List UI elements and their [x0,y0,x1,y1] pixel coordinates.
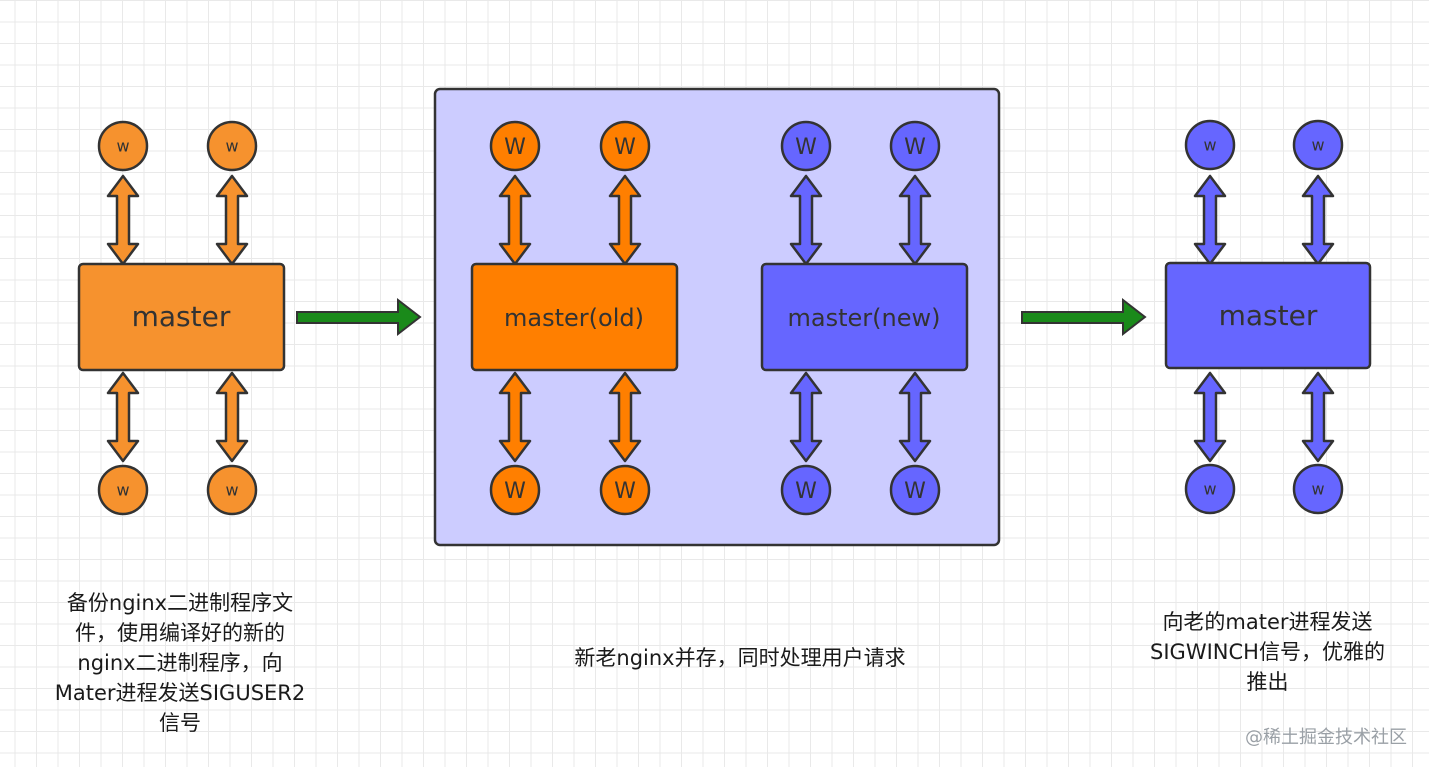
worker-node: w [206,120,258,172]
watermark: @稀土掘金技术社区 [1245,727,1407,748]
worker-node: w [206,464,258,516]
svg-text:w: w [1203,480,1216,499]
master-box [1164,261,1372,370]
svg-text:W: W [504,135,526,160]
svg-text:w: w [225,481,238,500]
svg-text:w: w [1203,136,1216,155]
svg-text:w: w [116,137,129,156]
svg-text:W: W [904,479,926,504]
master-label: master [132,300,231,333]
worker-node: w [1184,119,1236,171]
worker-node: w [1184,463,1236,515]
worker-connector [106,174,140,266]
svg-text:w: w [116,481,129,500]
stage-right: master w w w w [1164,119,1372,515]
worker-connector [1193,371,1227,463]
svg-text:W: W [795,135,817,160]
stage-middle-caption: 新老nginx并存，同时处理用户请求 [574,646,906,670]
svg-text:w: w [1311,480,1324,499]
worker-node: w [1292,119,1344,171]
worker-node: W [780,120,832,172]
worker-node: W [489,120,541,172]
new-master-box [760,262,969,372]
master-box [77,262,286,372]
svg-text:W: W [795,479,817,504]
svg-text:w: w [1311,136,1324,155]
new-master-label: master(new) [788,304,941,332]
coexist-group-box [433,87,1001,547]
worker-connector [106,371,140,463]
worker-node: w [97,464,149,516]
worker-connector [1301,174,1335,266]
worker-node: W [780,464,832,516]
master-label: master [1219,299,1318,332]
worker-node: W [599,464,651,516]
svg-text:W: W [614,135,636,160]
worker-node: W [489,464,541,516]
transition-arrow [1021,297,1147,337]
transition-arrow [296,297,422,337]
worker-node: W [599,120,651,172]
stage-left: master w w w w [77,120,286,516]
worker-node: w [1292,463,1344,515]
old-master-box [470,262,679,372]
svg-text:W: W [614,479,636,504]
svg-text:W: W [904,135,926,160]
stage-left-caption: 备份nginx二进制程序文 件，使用编译好的新的 nginx二进制程序，向 Ma… [54,591,306,735]
old-master-label: master(old) [504,304,644,332]
worker-connector [215,371,249,463]
stage-middle: master(old) master(new) W W W W [433,87,1001,547]
svg-text:w: w [225,137,238,156]
worker-node: W [889,120,941,172]
worker-connector [215,174,249,266]
worker-connector [1193,174,1227,266]
worker-node: w [97,120,149,172]
worker-connector [1301,371,1335,463]
worker-node: W [889,464,941,516]
svg-text:W: W [504,479,526,504]
stage-right-caption: 向老的mater进程发送 SIGWINCH信号，优雅的 推出 [1150,610,1385,694]
